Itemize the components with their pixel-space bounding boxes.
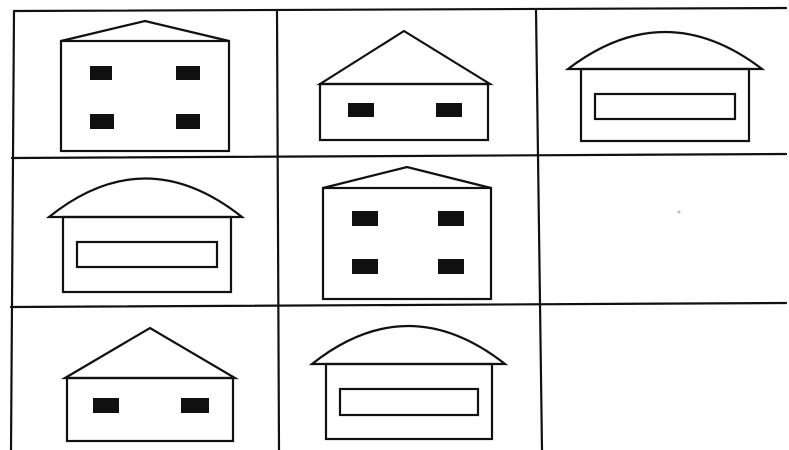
roof-triangle bbox=[320, 31, 490, 84]
grid-line-h2 bbox=[11, 303, 786, 307]
cell-r1c3-domed-house bbox=[568, 32, 762, 141]
window-icon bbox=[90, 114, 114, 129]
window-icon bbox=[438, 259, 464, 274]
long-window bbox=[595, 94, 735, 119]
window-icon bbox=[352, 259, 378, 274]
window-icon bbox=[181, 398, 209, 413]
window-icon bbox=[176, 114, 200, 129]
house-body bbox=[581, 69, 749, 141]
window-icon bbox=[176, 66, 200, 80]
cell-r3c1-peaked-house bbox=[65, 328, 235, 441]
window-icon bbox=[436, 103, 462, 117]
cell-r1c1-tall-house bbox=[61, 21, 229, 151]
dome-roof bbox=[568, 32, 762, 69]
window-icon bbox=[438, 211, 464, 226]
cell-r2c2-tall-house bbox=[323, 167, 491, 299]
grid-line-v2 bbox=[536, 9, 542, 450]
house-body bbox=[320, 84, 488, 140]
roof-triangle bbox=[61, 21, 229, 41]
house-body bbox=[63, 217, 231, 292]
cell-r3c2-domed-house bbox=[312, 326, 505, 439]
window-icon bbox=[93, 398, 119, 413]
house-body bbox=[61, 41, 229, 151]
cell-r2c1-domed-house bbox=[49, 179, 242, 293]
window-icon bbox=[352, 211, 378, 226]
window-icon bbox=[90, 66, 112, 80]
cell-r2c3-empty bbox=[678, 211, 681, 214]
grid-line-v1 bbox=[277, 10, 279, 450]
house-body bbox=[323, 188, 491, 299]
long-window bbox=[340, 389, 478, 415]
grid-line-h1 bbox=[12, 154, 786, 158]
grid-border-top bbox=[14, 8, 786, 11]
long-window bbox=[77, 242, 217, 267]
roof-triangle bbox=[65, 328, 235, 378]
cell-r1c2-peaked-house bbox=[320, 31, 490, 140]
dome-roof bbox=[49, 179, 242, 218]
dome-roof bbox=[312, 326, 505, 364]
window-icon bbox=[348, 103, 374, 117]
house-body bbox=[326, 364, 492, 439]
roof-triangle bbox=[323, 167, 491, 188]
grid-border-left bbox=[11, 11, 14, 450]
